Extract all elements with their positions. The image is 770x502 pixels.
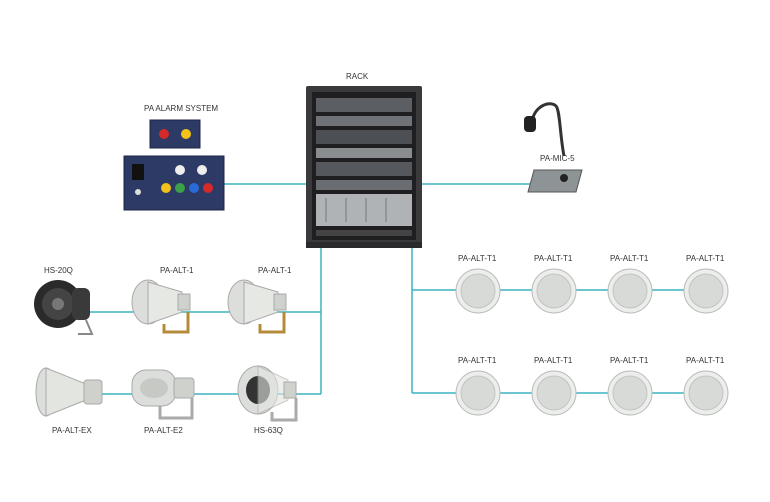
paging-microphone: [524, 102, 583, 193]
hs63q-horn-speaker: [237, 365, 298, 422]
alt1-b-label: PA-ALT-1: [258, 266, 292, 275]
ceiling-4-label: PA-ALT-T1: [686, 254, 725, 263]
ceiling-7-label: PA-ALT-T1: [610, 356, 649, 365]
rack-cabinet: [306, 86, 422, 248]
ceiling-speaker-1: [455, 268, 501, 314]
alt1-a-label: PA-ALT-1: [160, 266, 194, 275]
ceiling-3-label: PA-ALT-T1: [610, 254, 649, 263]
alarm-system-label: PA ALARM SYSTEM: [144, 104, 219, 113]
hs20q-speaker: [34, 280, 94, 335]
alt1-a-horn-speaker: [131, 279, 191, 334]
alt1-b-horn-speaker: [227, 279, 287, 334]
ceiling-8-label: PA-ALT-T1: [686, 356, 725, 365]
ceiling-6-label: PA-ALT-T1: [534, 356, 573, 365]
alt-ex-label: PA-ALT-EX: [52, 426, 92, 435]
alarm-system-panel: [123, 119, 225, 211]
ceiling-speaker-8: [683, 370, 729, 416]
ceiling-speaker-7: [607, 370, 653, 416]
ceiling-speaker-2: [531, 268, 577, 314]
ceiling-5-label: PA-ALT-T1: [458, 356, 497, 365]
ceiling-speaker-3: [607, 268, 653, 314]
alt-ex-horn-speaker: [35, 367, 103, 417]
ceiling-1-label: PA-ALT-T1: [458, 254, 497, 263]
ceiling-speaker-4: [683, 268, 729, 314]
alt-e2-label: PA-ALT-E2: [144, 426, 183, 435]
mic-label: PA-MIC-5: [540, 154, 575, 163]
hs63q-label: HS-63Q: [254, 426, 283, 435]
rack-label: RACK: [346, 72, 369, 81]
ceiling-speaker-6: [531, 370, 577, 416]
ceiling-speaker-5: [455, 370, 501, 416]
hs20q-label: HS-20Q: [44, 266, 73, 275]
alt-e2-horn-speaker: [131, 369, 195, 420]
ceiling-2-label: PA-ALT-T1: [534, 254, 573, 263]
